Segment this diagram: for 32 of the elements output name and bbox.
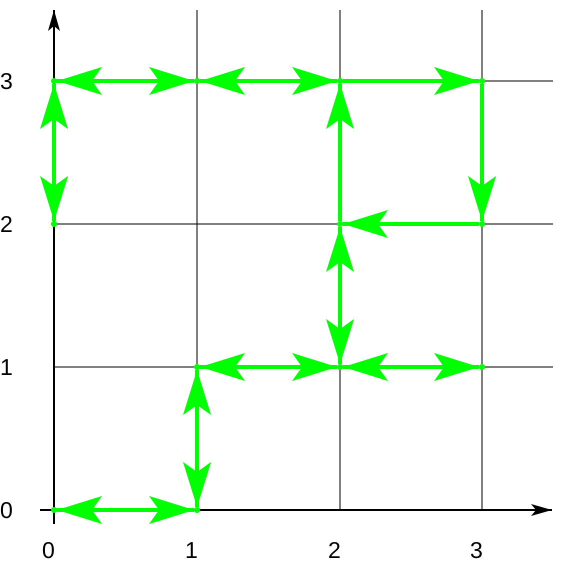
grid-point — [479, 78, 485, 84]
double-arrow — [326, 227, 354, 364]
double-arrow — [183, 370, 211, 507]
double-arrow — [343, 353, 479, 381]
tick-label: 2 — [328, 538, 341, 562]
grid-point — [51, 221, 57, 227]
double-arrow — [200, 353, 337, 381]
tick-label: 3 — [0, 69, 13, 93]
double-arrow — [57, 67, 194, 95]
tick-label: 3 — [470, 538, 483, 562]
grid-point — [194, 364, 200, 370]
grid-point — [194, 507, 200, 513]
grid-point — [51, 78, 57, 84]
tick-label: 1 — [0, 355, 13, 379]
arrow — [343, 210, 479, 238]
grid-point — [51, 507, 57, 513]
grid-point — [479, 364, 485, 370]
double-arrow — [200, 67, 337, 95]
grid-point — [479, 221, 485, 227]
arrow — [343, 67, 479, 95]
arrow — [468, 84, 496, 221]
tick-label: 0 — [0, 498, 13, 522]
double-arrow — [40, 84, 68, 221]
grid-point — [337, 78, 343, 84]
grid-point — [337, 221, 343, 227]
tick-label: 2 — [0, 212, 13, 236]
tick-label: 0 — [42, 538, 55, 562]
tick-label: 1 — [185, 538, 198, 562]
grid-point — [194, 78, 200, 84]
grid-point — [337, 364, 343, 370]
arrow — [326, 84, 354, 221]
double-arrow — [57, 496, 194, 524]
